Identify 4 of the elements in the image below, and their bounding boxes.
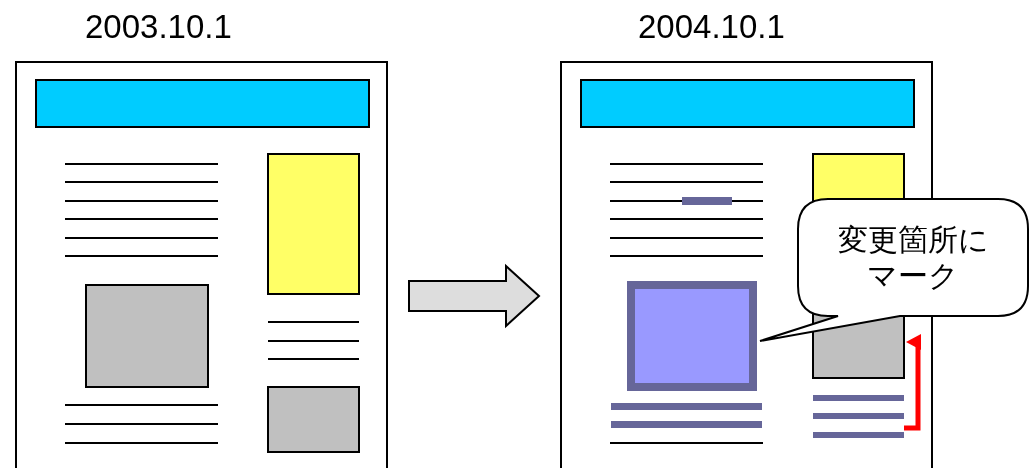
- block-arrow: [408, 263, 541, 329]
- date-heading: 2003.10.1: [85, 10, 232, 43]
- callout-text: 変更箇所にマーク: [836, 221, 990, 294]
- date-heading: 2004.10.1: [638, 10, 785, 43]
